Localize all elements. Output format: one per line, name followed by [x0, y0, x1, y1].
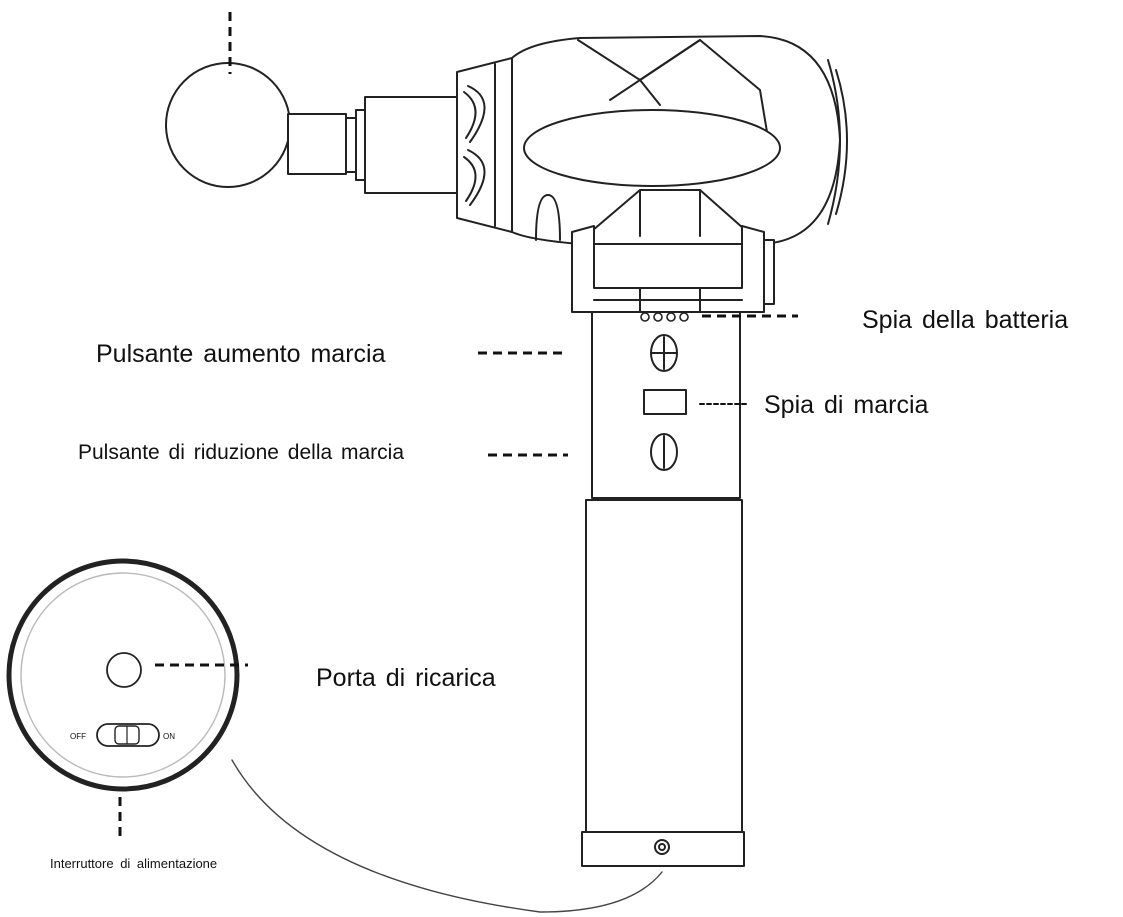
label-battery-indicator: Spia della batteria	[862, 306, 1069, 334]
gear-up-button-shape	[650, 334, 678, 372]
motor-body	[511, 35, 841, 245]
detail-connector-curve	[231, 759, 663, 913]
rear-cap	[827, 59, 848, 225]
massage-ball-head	[165, 62, 291, 188]
leader-lines	[118, 12, 798, 842]
label-power-switch: Interruttore di alimentazione	[50, 856, 218, 871]
switch-off-label: OFF	[70, 732, 86, 741]
gear-down-button-shape	[650, 433, 678, 471]
bottom-detail-view	[6, 558, 240, 792]
label-gear-up-button: Pulsante aumento marcia	[96, 340, 386, 368]
label-charging-port: Porta di ricarica	[316, 664, 496, 692]
handle-bracket	[571, 225, 775, 313]
label-gear-down-button: Pulsante di riduzione della marcia	[78, 441, 405, 464]
label-gear-indicator: Spia di marcia	[764, 391, 929, 419]
front-collar	[456, 57, 513, 233]
switch-on-label: ON	[163, 732, 175, 741]
gear-indicator-window	[643, 389, 687, 415]
battery-indicator-lights	[640, 312, 689, 322]
head-shaft	[287, 96, 458, 194]
handle-grip	[581, 499, 745, 867]
